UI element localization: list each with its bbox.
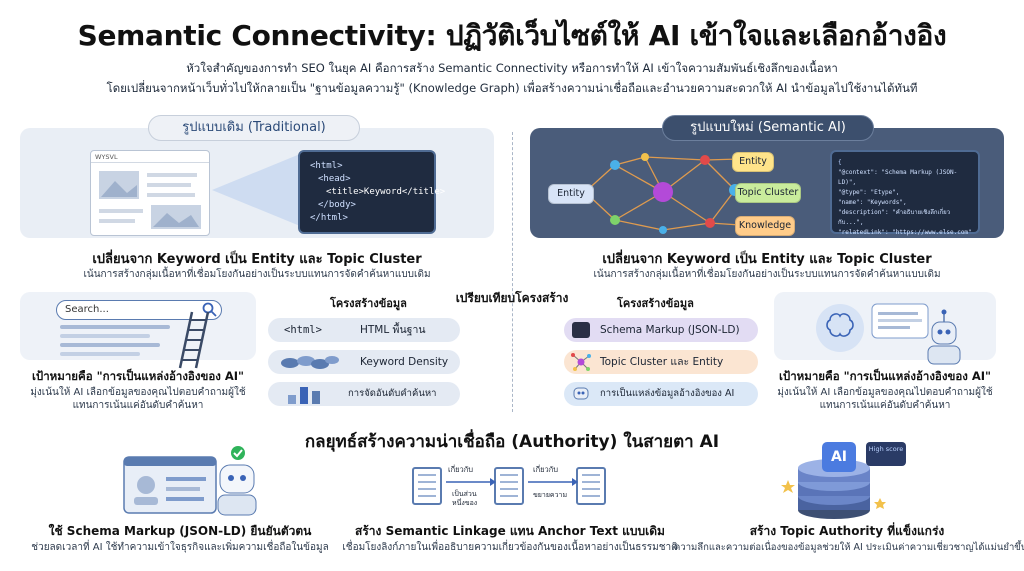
ranking-bars-icon: [288, 387, 320, 404]
authority-item-2-title: สร้าง Semantic Linkage แทน Anchor Text แ…: [355, 524, 665, 538]
compare-left-label: HTML พื้นฐาน: [360, 324, 426, 336]
compare-right-row: Topic Cluster และ Entity: [564, 350, 758, 374]
compare-left-label: Keyword Density: [360, 356, 449, 368]
ladder-icon: [178, 311, 210, 369]
link-label: เกี่ยวกับ: [533, 465, 559, 474]
html-code-block: <html> <head> <title>Keyword</title> </b…: [298, 150, 446, 234]
document-icon: [494, 467, 524, 505]
code-line: <html>: [310, 161, 343, 171]
semantic-caption-sub: เน้นการสร้างกลุ่มเนื้อหาที่เชื่อมโยงกันอ…: [593, 269, 941, 280]
graph-node-knowledge: Knowledge: [735, 216, 795, 236]
code-line: </html>: [310, 213, 348, 223]
graph-node-entity-top: Entity: [732, 152, 774, 172]
html-tag-icon: <html>: [284, 324, 322, 336]
goal-left-desc-1: มุ่งเน้นให้ AI เลือกข้อมูลของคุณไปตอบคำถ…: [30, 387, 246, 398]
robot-icon: [573, 387, 589, 400]
compare-left-label: การจัดอันดับคำค้นหา: [348, 388, 437, 399]
code-line: "@type": "Etype",: [838, 189, 900, 196]
authority-item-1-title: ใช้ Schema Markup (JSON-LD) ยืนยันตัวตน: [48, 524, 312, 538]
compare-title: เปรียบเทียบโครงสร้าง: [455, 291, 569, 305]
traditional-pill: รูปแบบเดิม (Traditional): [148, 115, 360, 141]
image-placeholder-icon: [99, 171, 201, 229]
link-label: เป็นส่วนหนึ่งของ: [452, 490, 478, 507]
ai-chip-label: AI: [822, 442, 856, 472]
ai-robot-brain-icon: [816, 303, 961, 365]
compare-right-label: การเป็นแหล่งข้อมูลอ้างอิงของ AI: [600, 388, 735, 399]
high-score-badge: High score: [866, 442, 906, 466]
link-arrows-icon: [446, 478, 578, 486]
authority-title: กลยุทธ์สร้างความน่าเชื่อถือ (Authority) …: [304, 432, 720, 452]
document-icon: [576, 467, 606, 505]
authority-item-3-desc: ความลึกและความต่อเนื่องของข้อมูลช่วยให้ …: [674, 542, 1024, 553]
compare-right-row: การเป็นแหล่งข้อมูลอ้างอิงของ AI: [564, 382, 758, 406]
json-ld-code-block: { "@context": "Schema Markup (JSON-LD)",…: [830, 150, 980, 236]
code-line: "description": "คำอธิบายเชิงลึกเกี่ยวกับ…: [838, 209, 951, 226]
graph-node-entity-left: Entity: [548, 184, 594, 204]
network-icon: [571, 353, 591, 371]
authority-item-1-desc: ช่วยลดเวลาที่ AI ใช้ทำความเข้าใจธุรกิจแล…: [31, 542, 329, 553]
code-line: "relatedLink": "https://www.else.com": [838, 229, 972, 236]
goal-right-title: เป้าหมายคือ "การเป็นแหล่งอ้างอิงของ AI": [778, 369, 992, 383]
compare-left-row: Keyword Density: [268, 350, 460, 374]
goal-right-desc-1: มุ่งเน้นให้ AI เลือกข้อมูลของคุณไปตอบคำถ…: [777, 387, 993, 398]
authority-item-3-title: สร้าง Topic Authority ที่แข็งแกร่ง: [749, 524, 945, 538]
compare-right-header: โครงสร้างข้อมูล: [617, 297, 694, 310]
json-brace: {: [838, 159, 842, 166]
center-divider: [512, 132, 513, 412]
subtitle-line-2: โดยเปลี่ยนจากหน้าเว็บทั่วไปให้กลายเป็น "…: [106, 81, 918, 95]
code-line: <head>: [318, 174, 351, 184]
semantic-caption: เปลี่ยนจาก Keyword เป็น Entity และ Topic…: [602, 252, 932, 267]
graph-node-topic-cluster: Topic Cluster: [735, 183, 801, 203]
page-title: Semantic Connectivity: ปฏิวัติเว็บไซต์ให…: [77, 19, 947, 52]
semantic-pill: รูปแบบใหม่ (Semantic AI): [662, 115, 874, 141]
search-input[interactable]: Search...: [56, 300, 222, 320]
document-icon: [412, 467, 442, 505]
code-line: </body>: [318, 200, 356, 210]
projection-beam-icon: [212, 154, 300, 226]
result-lines-icon: [60, 325, 170, 356]
compare-right-row: Schema Markup (JSON-LD): [564, 318, 758, 342]
compare-left-row: <html> HTML พื้นฐาน: [268, 318, 460, 342]
compare-left-row: การจัดอันดับคำค้นหา: [268, 382, 460, 406]
code-line: "@context": "Schema Markup (JSON-LD)",: [838, 169, 958, 186]
compare-left-header: โครงสร้างข้อมูล: [330, 297, 407, 310]
profile-card-robot-icon: [123, 446, 257, 516]
code-line: "name": "Keywords",: [838, 199, 907, 206]
goal-left-desc-2: แทนการเน้นแค่อันดับคำค้นหา: [72, 400, 204, 411]
server-stack-icon: [781, 459, 886, 519]
keyword-chips-icon: [281, 356, 339, 369]
high-score-label: High score: [868, 445, 904, 453]
code-line: <title>Keyword</title>: [326, 187, 446, 197]
authority-item-2-desc: เชื่อมโยงลิงก์ภายในเพื่ออธิบายความเกี่ยว…: [342, 542, 678, 553]
link-label: ขยายความ: [533, 491, 568, 499]
traditional-caption: เปลี่ยนจาก Keyword เป็น Entity และ Topic…: [92, 252, 422, 267]
subtitle-line-1: หัวใจสำคัญของการทำ SEO ในยุค AI คือการสร…: [186, 61, 838, 75]
traditional-caption-sub: เน้นการสร้างกลุ่มเนื้อหาที่เชื่อมโยงกันอ…: [83, 269, 431, 280]
compare-right-label: Topic Cluster และ Entity: [600, 356, 724, 368]
goal-right-desc-2: แทนการเน้นแค่อันดับคำค้นหา: [819, 400, 951, 411]
browser-label: WYSVL: [91, 151, 209, 163]
browser-mockup-icon: WYSVL: [90, 150, 210, 236]
link-label: เกี่ยวกับ: [448, 465, 474, 474]
code-window-icon: [572, 322, 590, 338]
goal-left-title: เป้าหมายคือ "การเป็นแหล่งอ้างอิงของ AI": [31, 369, 245, 383]
compare-right-label: Schema Markup (JSON-LD): [600, 324, 740, 336]
